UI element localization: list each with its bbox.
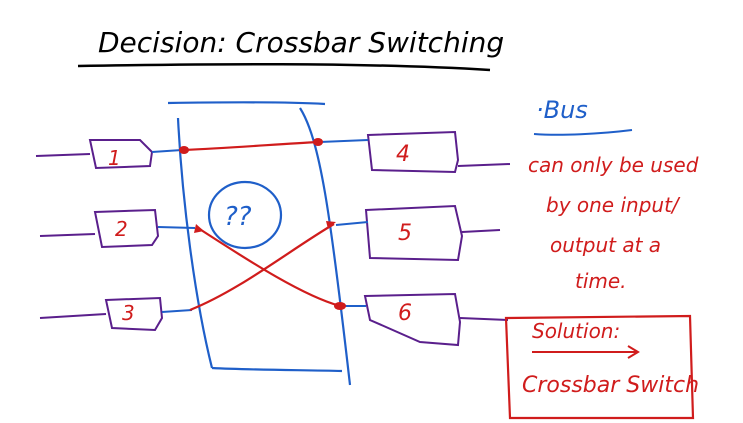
bus-explanation: can only be used by one input/ output at… xyxy=(528,153,699,293)
connector-2 xyxy=(157,226,196,229)
solution-text: Crossbar Switch xyxy=(522,373,699,398)
link-3-to-5 xyxy=(189,223,335,312)
bus-line-3: output at a xyxy=(550,233,661,257)
input-1-box xyxy=(88,139,154,170)
output-5-wire xyxy=(461,229,501,233)
bus-line-1: can only be used xyxy=(528,153,699,177)
crosspoint-6 xyxy=(334,302,346,310)
input-2-box xyxy=(93,208,160,249)
input-3-wire xyxy=(39,313,107,319)
input-3-box xyxy=(104,296,164,332)
question-bubble xyxy=(207,180,283,250)
arrowhead-5 xyxy=(326,221,336,229)
output-5-box xyxy=(364,204,464,262)
output-lines xyxy=(363,130,511,347)
connector-1 xyxy=(151,149,183,153)
slide-title: Decision: Crossbar Switching xyxy=(98,26,504,59)
crosspoint-1 xyxy=(179,146,189,154)
question-marks: ?? xyxy=(224,202,252,232)
input-2-wire xyxy=(39,233,96,237)
frame-right-edge xyxy=(299,107,352,386)
input-3-label: 3 xyxy=(122,301,135,325)
bus-underline xyxy=(533,129,633,136)
solution-box xyxy=(504,314,695,420)
input-1-label: 1 xyxy=(108,146,121,170)
solution-label: Solution: xyxy=(532,319,620,343)
crossbar-connections xyxy=(183,140,341,312)
link-1-to-4 xyxy=(183,140,319,152)
input-2-label: 2 xyxy=(115,217,128,241)
connector-5 xyxy=(335,221,369,226)
bus-line-2: by one input/ xyxy=(546,193,681,217)
solution-arrow-icon xyxy=(532,345,640,359)
output-4-box xyxy=(366,130,460,174)
crosspoint-dots xyxy=(179,138,346,310)
arrowhead-2 xyxy=(194,224,204,233)
frame-left-edge xyxy=(176,117,214,369)
frame-bottom-edge xyxy=(211,366,343,373)
output-4-label: 4 xyxy=(396,142,410,167)
crosspoint-4 xyxy=(313,138,323,146)
output-6-wire xyxy=(459,317,509,321)
output-6-box xyxy=(363,292,462,347)
output-6-label: 6 xyxy=(398,301,412,326)
input-connectors xyxy=(151,149,196,313)
output-5-label: 5 xyxy=(398,221,412,246)
output-4-wire xyxy=(457,163,511,167)
connector-3 xyxy=(161,309,193,313)
bus-line-4: time. xyxy=(575,269,627,293)
bus-heading: ·Bus xyxy=(536,96,588,124)
input-lines xyxy=(35,139,164,332)
title-underline xyxy=(77,62,491,72)
connector-4 xyxy=(319,139,369,143)
frame-top-edge xyxy=(167,101,326,106)
link-2-to-6 xyxy=(197,227,341,308)
input-1-wire xyxy=(35,153,91,157)
